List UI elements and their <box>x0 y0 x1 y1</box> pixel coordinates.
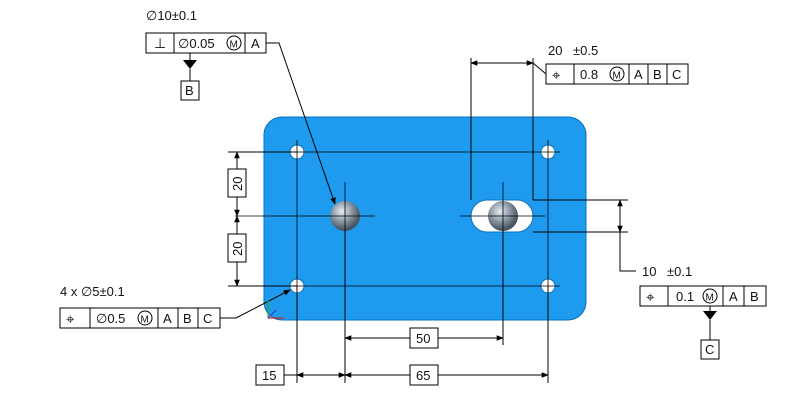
fcf-slot-width-mmc-circle <box>609 66 625 82</box>
fcf-top-tol: ∅0.05 <box>178 36 215 51</box>
datum-b-label: B <box>185 83 194 98</box>
fcf-slot-width-datum1: A <box>634 67 643 82</box>
dim-vert-lower: 20 <box>230 242 245 256</box>
fcf-top-symbol: ⊥ <box>154 35 166 51</box>
datum-c-label: C <box>705 342 714 357</box>
dim-vert-upper: 20 <box>230 177 245 191</box>
fcf-holes-tol: ∅0.5 <box>96 311 125 326</box>
fcf-slot-width-datum2: B <box>653 67 662 82</box>
fcf-slot-height-symbol: ⌖ <box>646 289 655 306</box>
dim-horiz-50: 50 <box>416 331 430 346</box>
fcf-holes-mmc-circle <box>137 310 153 326</box>
fcf-slot-height-datum2: B <box>750 289 759 304</box>
fcf-top-tolerance-value: ∅10±0.1 <box>146 8 197 23</box>
datum-c-triangle <box>703 311 717 320</box>
fcf-slot-width-symbol: ⌖ <box>552 67 561 84</box>
fcf-slot-height-tol: 0.1 <box>676 289 694 304</box>
fcf-slot-height-mmc-circle <box>702 288 718 304</box>
fcf-slot-width-frame: ⌖ 0.8 M A B C <box>545 63 689 85</box>
dim-horiz-65: 65 <box>416 368 430 383</box>
fcf-slot-width-modifier: M <box>613 71 621 82</box>
dim-horiz-15: 15 <box>262 368 276 383</box>
axis-triad <box>267 300 284 319</box>
fcf-slot-height-value: 10 <box>642 264 656 279</box>
fcf-holes-modifier: M <box>141 315 149 326</box>
fcf-top-modifier: M <box>230 40 238 51</box>
fcf-holes-datum3: C <box>203 311 212 326</box>
fcf-slot-height-frame: ⌖ 0.1 M A B <box>639 285 767 307</box>
fcf-holes-value: 4 x ∅5±0.1 <box>60 284 125 299</box>
fcf-top-mmc-circle <box>226 35 242 51</box>
fcf-slot-width-tol: 0.8 <box>580 67 598 82</box>
fcf-holes-frame: ⌖ ∅0.5 M A B C <box>59 307 221 329</box>
fcf-holes-datum1: A <box>163 311 172 326</box>
fcf-slot-height-modifier: M <box>706 293 714 304</box>
fcf-slot-height-datum1: A <box>729 289 738 304</box>
fcf-top-frame: ⊥ ∅0.05 M A <box>145 32 267 54</box>
fcf-slot-width-datum3: C <box>672 67 681 82</box>
fcf-top-datum1: A <box>251 36 260 51</box>
fcf-slot-height-pm: ±0.1 <box>667 264 692 279</box>
plate <box>263 116 587 321</box>
fcf-slot-width-value: 20 <box>548 43 562 58</box>
datum-b-triangle <box>183 60 197 69</box>
fcf-holes-symbol: ⌖ <box>66 311 75 328</box>
fcf-slot-width-pm: ±0.5 <box>573 43 598 58</box>
fcf-holes-datum2: B <box>183 311 192 326</box>
